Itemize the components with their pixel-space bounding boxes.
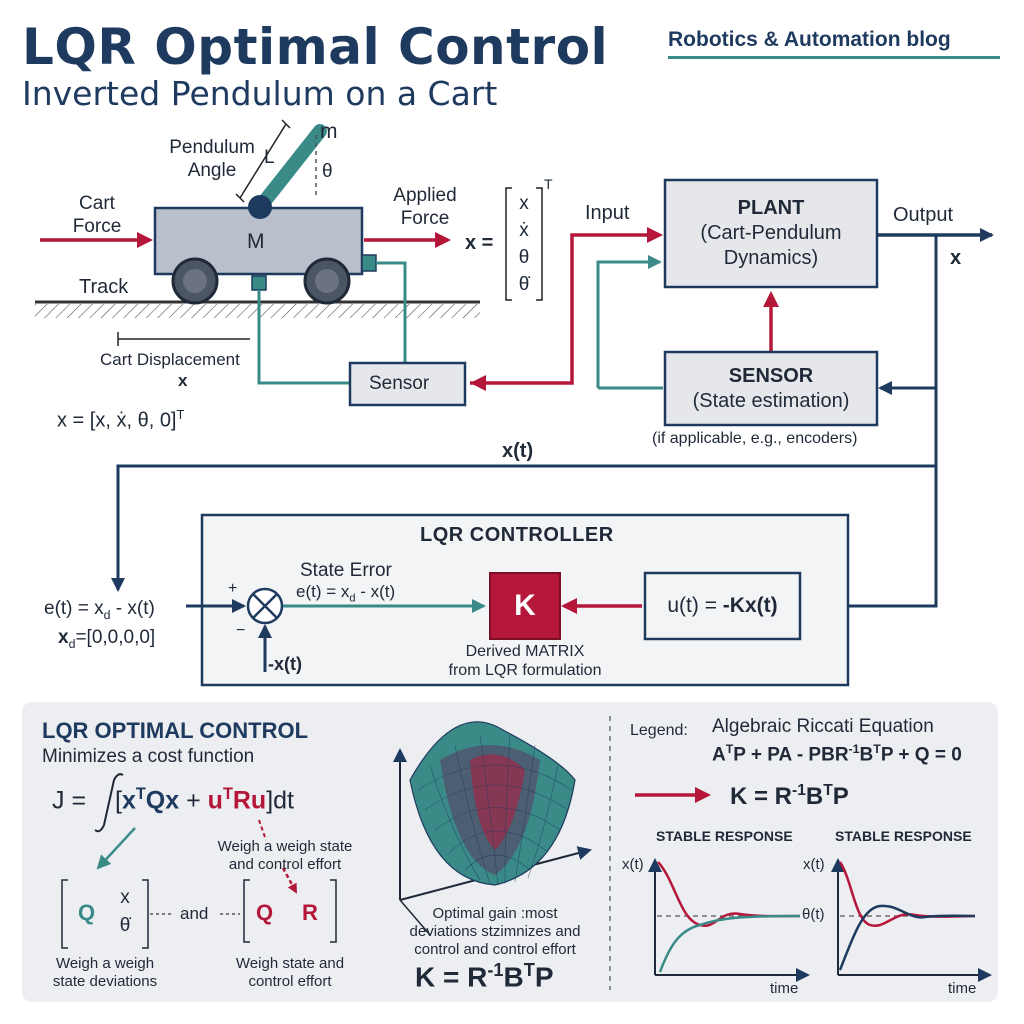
plant-box [663, 178, 879, 289]
stable-response-plot-2 [831, 858, 992, 982]
and-label: and [180, 904, 209, 923]
q2-label: Q [256, 900, 274, 925]
plot2-theta-label: θ(t) [802, 906, 825, 923]
mass-m-label: m [320, 120, 338, 143]
state-error-label: State Error [300, 560, 392, 581]
sensor-block-text: SENSOR (State estimation) [692, 364, 850, 412]
cart-displacement-x: x [178, 371, 188, 390]
sensor-box [348, 361, 467, 407]
k-equation: K = R-1BTP [415, 960, 554, 993]
junction-plus: + [228, 580, 238, 597]
cost-surface-plot [393, 721, 592, 936]
junction-minus: − [236, 622, 246, 639]
page-subtitle: Inverted Pendulum on a Cart [22, 74, 498, 113]
output-x-label: x [950, 247, 962, 269]
state-vector-bracket [505, 187, 543, 301]
track-label: Track [79, 276, 129, 298]
cost-function-equation: J = [xTQx + uTRu]dt [52, 785, 294, 815]
blog-name: Robotics & Automation blog [668, 28, 951, 51]
riccati-title: Algebraic Riccati Equation [712, 716, 934, 737]
state-vector-equation: x = [x, ẋ, θ, 0]T [57, 407, 185, 432]
cart-mass-label: M [247, 230, 265, 253]
legend-label: Legend: [630, 722, 688, 739]
input-label: Input [585, 202, 630, 224]
minimizes-label: Minimizes a cost function [42, 746, 255, 767]
derived-matrix-note: Derived MATRIX from LQR formulation [448, 643, 602, 679]
riccati-equation: ATP + PA - PBR-1BTP + Q = 0 [712, 742, 962, 766]
stable-response-title-1: STABLE RESPONSE [656, 828, 793, 844]
xd-equation: xd=[0,0,0,0] [58, 627, 156, 651]
page-title: LQR Optimal Control [22, 18, 609, 76]
sensor-label: Sensor [369, 373, 430, 394]
lqr-controller-title: LQR CONTROLLER [420, 524, 614, 546]
control-law-box [643, 571, 802, 641]
plot1-y-label: x(t) [622, 856, 644, 873]
state-x-equals: x = [465, 232, 494, 254]
stable-response-plot-1 [648, 858, 810, 982]
gain-k-label: K [514, 589, 536, 622]
state-error-equation: e(t) = xd - x(t) [296, 582, 396, 605]
theta-label: θ [322, 161, 333, 182]
k-legend-equation: K = R-1BTP [730, 782, 849, 810]
state-column-transpose: T [544, 176, 553, 192]
cart [153, 119, 377, 305]
plot2-y-label: x(t) [803, 856, 825, 873]
state-column-entries: x ẋ θ θ̇ [518, 193, 530, 295]
plot1-time-label: time [770, 980, 799, 997]
output-label: Output [893, 204, 954, 226]
plant-text: PLANT (Cart-Pendulum Dynamics) [700, 197, 842, 269]
q-matrix-label: Q [78, 900, 96, 925]
stable-response-title-2: STABLE RESPONSE [835, 828, 972, 844]
summing-junction [246, 587, 284, 625]
sensor-block-box [663, 350, 879, 427]
gain-k-box [489, 572, 561, 640]
control-law-text: u(t) = -Kx(t) [667, 594, 778, 617]
plot2-time-label: time [948, 980, 977, 997]
length-l-label: L [264, 147, 275, 168]
bottom-title: LQR OPTIMAL CONTROL [42, 718, 309, 743]
neg-xt-label: -x(t) [268, 654, 302, 674]
feedback-xt-label: x(t) [502, 440, 534, 462]
blog-underline [668, 56, 1000, 59]
sensor-note: (if applicable, e.g., encoders) [652, 430, 858, 447]
r-label: R [302, 900, 318, 925]
cart-displacement-label: Cart Displacement [100, 350, 240, 369]
error-equation: e(t) = xd - x(t) [44, 598, 155, 622]
